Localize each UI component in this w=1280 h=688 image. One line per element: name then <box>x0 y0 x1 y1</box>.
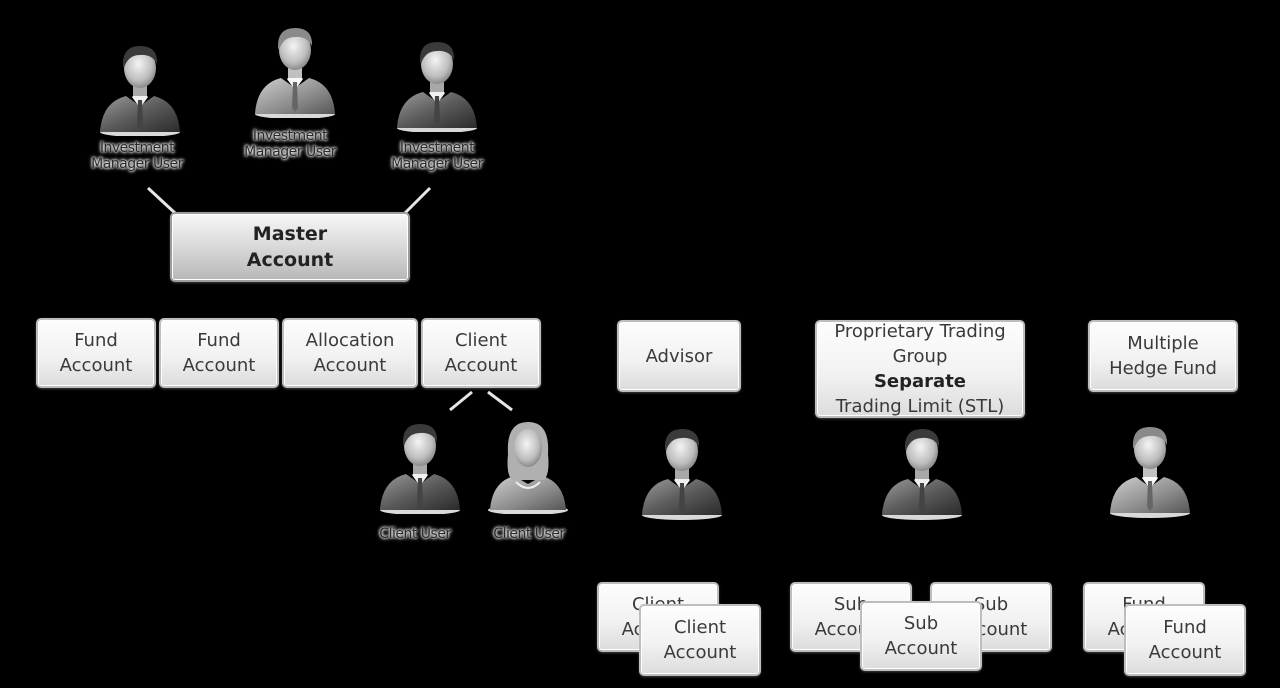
user-label-line2: Manager User <box>91 156 183 172</box>
client-user-icon <box>370 414 470 514</box>
user-label-line2: Manager User <box>391 156 483 172</box>
advisor-user-icon <box>632 418 732 520</box>
client-user-label: Client User <box>379 526 451 542</box>
master-account-box: Master Account <box>170 212 410 282</box>
investment-manager-label-3: Investment Manager User <box>372 140 502 172</box>
connector-client-user2 <box>487 390 513 412</box>
advisor-box: Advisor <box>617 320 741 392</box>
client-user-label: Client User <box>493 526 565 542</box>
account-line2: Account <box>182 355 256 376</box>
account-line2: Account <box>444 355 518 376</box>
account-line1: Sub <box>903 613 939 634</box>
account-line1: Client <box>454 330 508 351</box>
client-user-female-icon <box>478 414 578 514</box>
account-line1: Allocation <box>305 330 395 351</box>
account-line1: Sub <box>973 594 1009 615</box>
connector-client-user1 <box>449 390 473 412</box>
investment-manager-label-1: Investment Manager User <box>72 140 202 172</box>
user-label-line2: Manager User <box>244 144 336 160</box>
investment-manager-user-icon <box>245 18 345 118</box>
user-label-line1: Investment <box>252 128 328 144</box>
hedge-line2: Hedge Fund <box>1109 358 1217 379</box>
account-line2: Account <box>313 355 387 376</box>
account-line2: Account <box>59 355 133 376</box>
connector-user3-master <box>403 186 432 215</box>
hedge-fund-box: Multiple Hedge Fund <box>1088 320 1238 392</box>
account-line1: Sub <box>833 594 869 615</box>
prop-line3: Trading Limit (STL) <box>835 396 1005 417</box>
investment-manager-user-icon <box>387 32 487 132</box>
investment-manager-label-2: Investment Manager User <box>225 128 355 160</box>
connector-user1-master <box>146 186 177 215</box>
prop-line2-normal: Group <box>892 346 948 367</box>
proprietary-trading-box: Proprietary Trading Group Separate Tradi… <box>815 320 1025 418</box>
prop-line2-bold: Separate <box>873 371 967 392</box>
account-line1: Fund <box>1163 617 1207 638</box>
account-line1: Client <box>673 617 727 638</box>
investment-manager-user-icon <box>90 36 190 136</box>
account-line1: Fund <box>197 330 241 351</box>
user-label-line1: Investment <box>399 140 475 156</box>
trader-user-icon <box>872 418 972 520</box>
prop-line1: Proprietary Trading <box>834 321 1006 342</box>
account-line2: Account <box>884 638 958 659</box>
advisor-title: Advisor <box>645 345 713 367</box>
user-label-line1: Investment <box>99 140 175 156</box>
master-account-line1: Master <box>252 223 328 245</box>
account-line1: Fund <box>74 330 118 351</box>
hedge-line1: Multiple <box>1127 333 1199 354</box>
hedge-fund-user-icon <box>1100 416 1200 518</box>
account-line2: Account <box>663 642 737 663</box>
prop-line2: Group Separate <box>834 344 1005 394</box>
account-line2: Account <box>1148 642 1222 663</box>
master-account-line2: Account <box>246 249 334 271</box>
